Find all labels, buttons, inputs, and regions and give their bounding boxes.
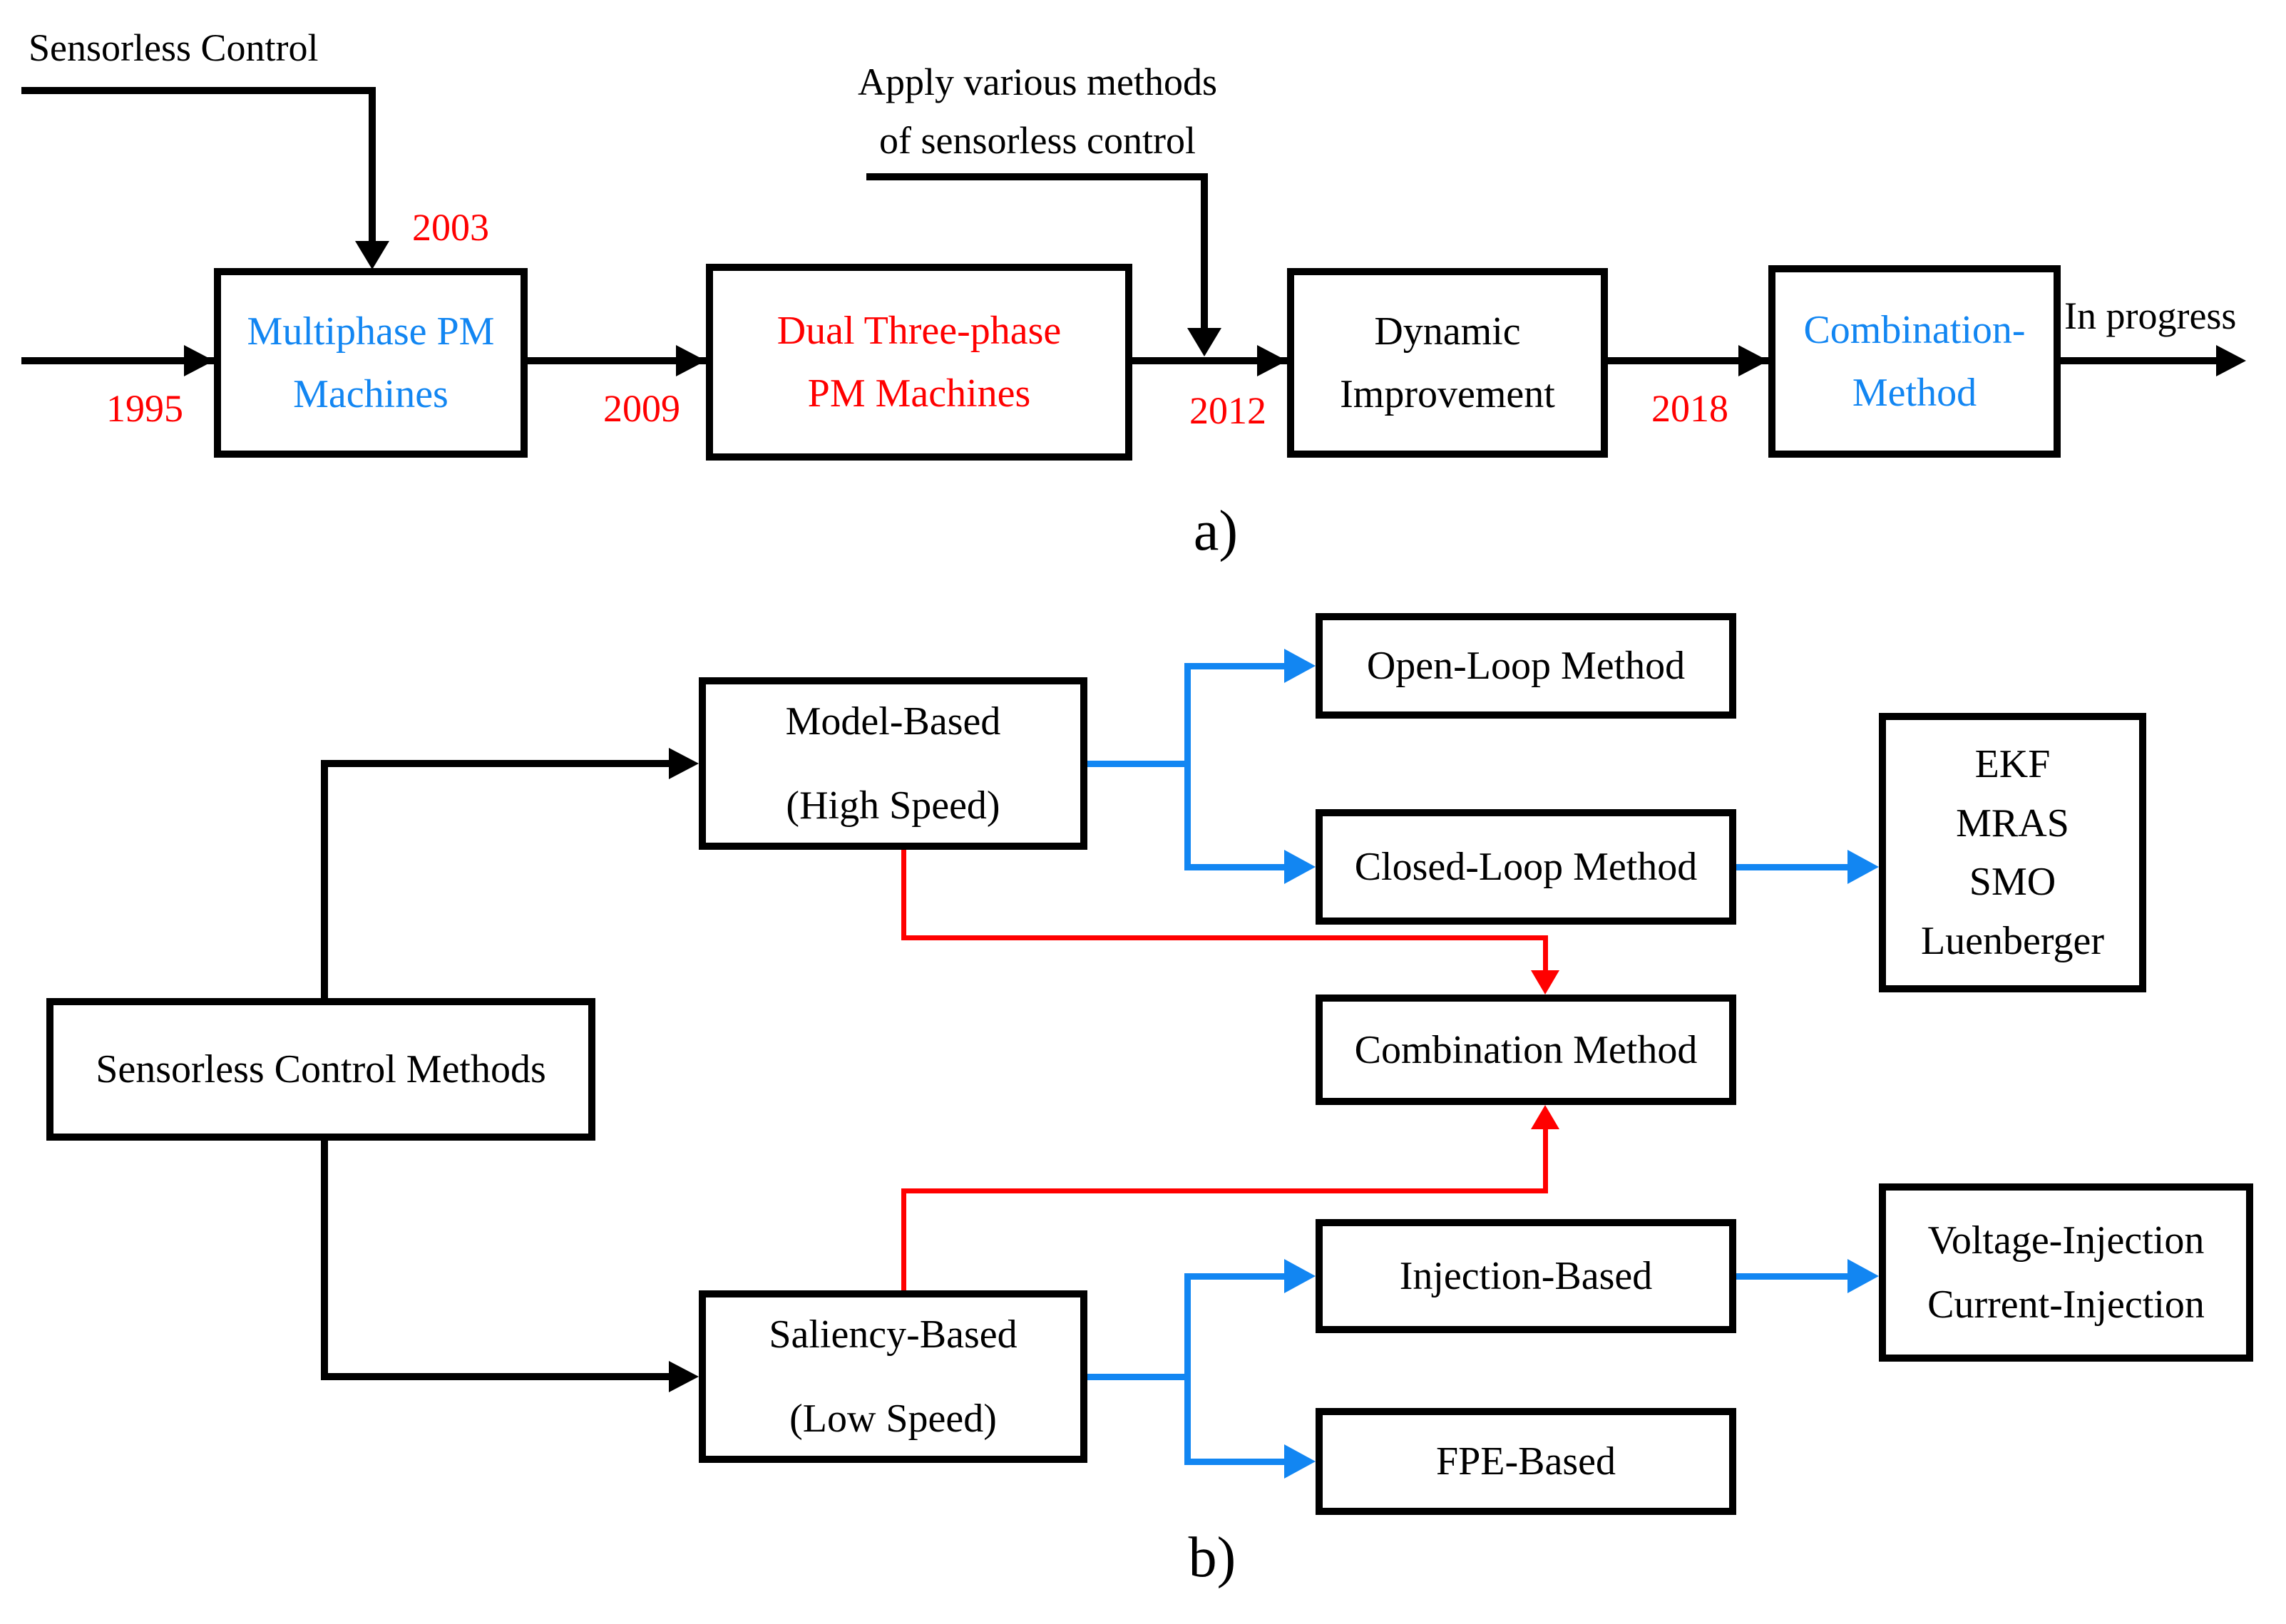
node-closed-loop-label: Closed-Loop Method [1354, 845, 1698, 889]
node-saliency-based: Saliency-Based (Low Speed) [699, 1290, 1087, 1463]
node-estimator-list: EKF MRAS SMO Luenberger [1879, 713, 2146, 992]
blue-stem-saliency [1087, 1374, 1188, 1380]
blue-branch-injection [1184, 1273, 1286, 1280]
caption-a: a) [1193, 500, 1239, 562]
node-dynamic-improvement: Dynamic Improvement [1287, 268, 1608, 458]
arrowhead-down-2003 [355, 241, 389, 269]
node-saliency-line1: Saliency-Based [769, 1312, 1018, 1357]
node-dual-three-phase: Dual Three-phase PM Machines [706, 264, 1132, 461]
node-sensorless-control-methods: Sensorless Control Methods [46, 998, 595, 1141]
arrowhead-into-combination-a [1738, 345, 1768, 376]
apply-methods-label-line2: of sensorless control [879, 119, 1196, 162]
trunk-down-vline [321, 1141, 328, 1380]
sensorless-control-label: Sensorless Control [29, 26, 319, 69]
node-dynamic-line1: Dynamic [1374, 309, 1521, 354]
injection-type-current: Current-Injection [1927, 1283, 2205, 1327]
node-combination-b-label: Combination Method [1354, 1027, 1698, 1072]
arrowhead-into-saliency-based [669, 1361, 699, 1392]
arrowhead-into-model-based [669, 748, 699, 779]
arrow-dynamic-to-combination [1608, 357, 1770, 364]
blue-stem-model [1087, 761, 1188, 767]
year-2018: 2018 [1651, 387, 1728, 430]
red-path-saliency-vline [901, 1188, 906, 1290]
red-path-model-hline [901, 935, 1548, 940]
estimator-luenberger: Luenberger [1920, 919, 2105, 964]
arrowhead-in-progress [2216, 345, 2246, 376]
node-dynamic-line2: Improvement [1340, 372, 1555, 416]
arrowhead-into-fpe [1284, 1444, 1316, 1479]
arrowhead-into-injection-types [1847, 1259, 1879, 1293]
node-model-based: Model-Based (High Speed) [699, 677, 1087, 850]
node-injection-types: Voltage-Injection Current-Injection [1879, 1183, 2253, 1362]
node-model-line2: (High Speed) [786, 783, 1000, 828]
arrow-in-progress-line [2061, 357, 2219, 364]
red-path-model-vline [901, 850, 906, 940]
node-combination-method-a: Combination- Method [1768, 265, 2061, 458]
node-open-loop-label: Open-Loop Method [1366, 644, 1686, 688]
arrowhead-into-estimators [1847, 850, 1879, 884]
node-fpe-based: FPE-Based [1316, 1408, 1736, 1515]
arrow-dual-to-dynamic [1132, 357, 1287, 364]
arrowhead-into-closed-loop [1284, 850, 1316, 884]
apply-elbow-hline [866, 173, 1208, 180]
sensorless-elbow-vline [369, 87, 376, 241]
blue-split-model-vline [1184, 663, 1191, 870]
arrowhead-into-dual [676, 345, 706, 376]
node-closed-loop-method: Closed-Loop Method [1316, 809, 1736, 925]
arrowhead-red-into-combination-bottom [1531, 1105, 1559, 1129]
year-2009: 2009 [603, 387, 680, 430]
estimator-mras: MRAS [1956, 801, 2069, 846]
red-path-saliency-rise [1543, 1129, 1548, 1193]
trunk-down-hline [321, 1373, 670, 1380]
arrowhead-red-into-combination-top [1531, 970, 1559, 995]
arrowhead-into-dynamic [1257, 345, 1287, 376]
injection-type-voltage: Voltage-Injection [1927, 1218, 2205, 1263]
arrowhead-down-2012 [1187, 328, 1221, 356]
arrowhead-into-multiphase [184, 345, 214, 376]
node-multiphase-line1: Multiphase PM [247, 309, 495, 354]
blue-split-saliency-vline [1184, 1273, 1191, 1464]
node-combination-a-line2: Method [1852, 371, 1977, 415]
apply-methods-label-line1: Apply various methods [858, 61, 1217, 103]
node-dual-line1: Dual Three-phase [776, 309, 1062, 353]
trunk-up-hline [321, 760, 670, 767]
node-combination-a-line1: Combination- [1803, 308, 2026, 352]
node-multiphase-pm-machines: Multiphase PM Machines [214, 268, 528, 458]
blue-branch-fpe [1184, 1459, 1286, 1465]
year-1995: 1995 [106, 387, 183, 430]
year-2003: 2003 [412, 206, 489, 249]
blue-arrow-to-injection-types [1736, 1273, 1849, 1280]
node-root-label: Sensorless Control Methods [96, 1047, 546, 1091]
apply-elbow-vline [1201, 173, 1208, 328]
in-progress-label: In progress [2064, 294, 2237, 337]
caption-b: b) [1188, 1526, 1236, 1589]
red-path-saliency-hline [901, 1188, 1548, 1193]
arrowhead-into-open-loop [1284, 649, 1316, 683]
node-fpe-label: FPE-Based [1436, 1439, 1616, 1484]
year-2012: 2012 [1189, 389, 1266, 432]
node-injection-label: Injection-Based [1399, 1254, 1653, 1298]
node-combination-method-b: Combination Method [1316, 995, 1736, 1105]
node-dual-line2: PM Machines [807, 371, 1031, 416]
sensorless-elbow-hline [21, 87, 376, 94]
start-arrow-line [21, 357, 214, 364]
arrow-multiphase-to-dual [528, 357, 707, 364]
blue-branch-open-loop [1184, 663, 1286, 669]
estimator-ekf: EKF [1974, 741, 2051, 786]
node-injection-based: Injection-Based [1316, 1219, 1736, 1333]
trunk-up-vline [321, 760, 328, 998]
blue-arrow-to-estimators [1736, 864, 1849, 870]
node-saliency-line2: (Low Speed) [789, 1397, 997, 1441]
node-multiphase-line2: Machines [293, 372, 449, 416]
red-path-model-drop [1543, 935, 1548, 971]
node-model-line1: Model-Based [785, 699, 1001, 744]
blue-branch-closed-loop [1184, 864, 1286, 870]
estimator-smo: SMO [1969, 860, 2056, 905]
arrowhead-into-injection [1284, 1259, 1316, 1293]
node-open-loop-method: Open-Loop Method [1316, 613, 1736, 719]
